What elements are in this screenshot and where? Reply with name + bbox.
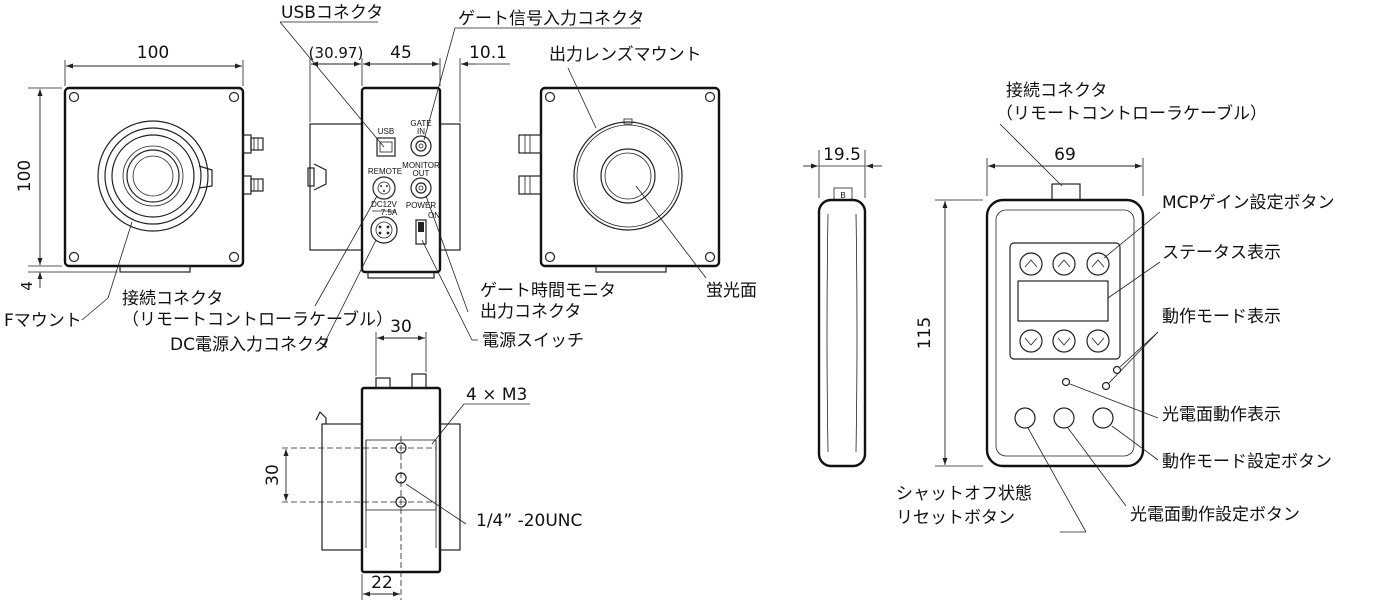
remote-round-buttons	[1014, 407, 1114, 429]
mode-indicators	[1061, 365, 1122, 391]
panel-power-label: POWER	[406, 201, 436, 210]
remote-front-view	[985, 183, 1145, 468]
label-dc-power: DC電源入力コネクタ	[170, 335, 330, 355]
leader-shutoff	[1027, 427, 1087, 533]
label-tripod-thread: 1/4” -20UNC	[476, 511, 582, 531]
remote-dimensions	[935, 158, 1144, 467]
leader-dc-power	[321, 239, 377, 349]
panel-on-label: ON	[428, 211, 440, 220]
remote-thickness-dimension	[803, 150, 882, 198]
dim-bottom-offset-x: 22	[371, 573, 393, 593]
remote-side-view	[817, 187, 867, 468]
leader-phosphor	[635, 185, 707, 279]
label-gate-monitor-2: 出力コネクタ	[480, 302, 581, 322]
leader-remote-connector	[314, 195, 378, 307]
panel-monitor-label-2: OUT	[413, 169, 430, 178]
label-remote-connector: 接続コネクタ	[1006, 81, 1107, 101]
dim-bottom-width: 30	[390, 317, 412, 337]
label-usb-connector: USBコネクタ	[281, 3, 383, 23]
leader-f-mount	[81, 297, 109, 321]
label-photocathode-button: 光電面動作設定ボタン	[1130, 505, 1300, 525]
dim-bottom-offset: 4	[18, 281, 36, 291]
label-shutoff-1: シャットオフ状態	[896, 484, 1032, 504]
camera-bottom-view	[282, 373, 461, 600]
label-power-switch: 電源スイッチ	[482, 331, 584, 351]
leader-power-switch	[421, 239, 473, 341]
dim-remote-width: 69	[1054, 145, 1076, 165]
panel-monitor-label-1: MONITOR	[402, 161, 440, 170]
dim-side-offset: (30.97)	[309, 44, 364, 62]
label-mode-button: 動作モード設定ボタン	[1162, 452, 1332, 472]
label-f-mount: Fマウント	[4, 311, 82, 331]
label-shutoff-2: リセットボタン	[896, 508, 1015, 528]
label-mcp-gain-button: MCPゲイン設定ボタン	[1162, 193, 1334, 213]
label-remote-cable: （リモートコントローラケーブル）	[996, 103, 1267, 124]
label-screw-holes: 4 × M3	[466, 385, 527, 405]
dim-remote-thickness: 19.5	[823, 145, 861, 165]
dim-front-width: 100	[137, 43, 169, 63]
leader-photocathode-display	[1069, 383, 1159, 419]
label-gate-input: ゲート信号入力コネクタ	[458, 9, 644, 29]
label-output-lens-mount: 出力レンズマウント	[549, 45, 702, 65]
leader-status-display	[1107, 261, 1161, 299]
leader-lens-mount	[567, 67, 597, 129]
panel-gate-label-1: GATE	[410, 119, 431, 128]
dim-side-connector: 10.1	[469, 43, 507, 63]
panel-remote-label: REMOTE	[368, 167, 402, 176]
label-gate-monitor-1: ゲート時間モニタ	[480, 281, 616, 301]
panel-usb-label: USB	[378, 127, 394, 136]
camera-front-view	[63, 86, 264, 273]
label-camera-connector: 接続コネクタ	[122, 289, 223, 309]
leader-remote-connector-cable	[999, 123, 1063, 187]
leader-mcp-gain	[1103, 211, 1161, 259]
side-dimensions	[309, 58, 510, 122]
panel-dc-label-1: DC12V	[371, 200, 397, 209]
bottom-dimensions	[283, 332, 427, 600]
dim-side-width: 45	[390, 43, 412, 63]
camera-output-view	[518, 86, 721, 273]
label-phosphor: 蛍光面	[706, 281, 757, 301]
leader-mode-display-2	[1108, 331, 1159, 384]
front-dimensions	[28, 60, 244, 288]
dim-front-height: 100	[15, 160, 35, 192]
panel-dc-label-2: 7.5A	[381, 208, 398, 217]
remote-side-b-label: B	[840, 191, 845, 200]
leader-gate-monitor	[425, 195, 469, 313]
label-photocathode-display: 光電面動作表示	[1162, 405, 1281, 425]
leader-mode-display-1	[1119, 331, 1159, 368]
label-mode-display: 動作モード表示	[1162, 307, 1281, 327]
leader-mode-button	[1111, 425, 1159, 461]
mcp-gain-buttons	[1019, 252, 1110, 353]
panel-gate-label-2: IN	[417, 127, 425, 136]
label-status-display: ステータス表示	[1162, 243, 1281, 263]
leader-photocathode-button	[1067, 427, 1127, 507]
label-camera-remote-cable: （リモートコントローラケーブル）	[122, 309, 393, 330]
dim-remote-height: 115	[915, 317, 935, 349]
leader-tripod	[405, 483, 467, 525]
dim-bottom-height: 30	[263, 464, 283, 486]
camera-side-view	[307, 86, 461, 279]
